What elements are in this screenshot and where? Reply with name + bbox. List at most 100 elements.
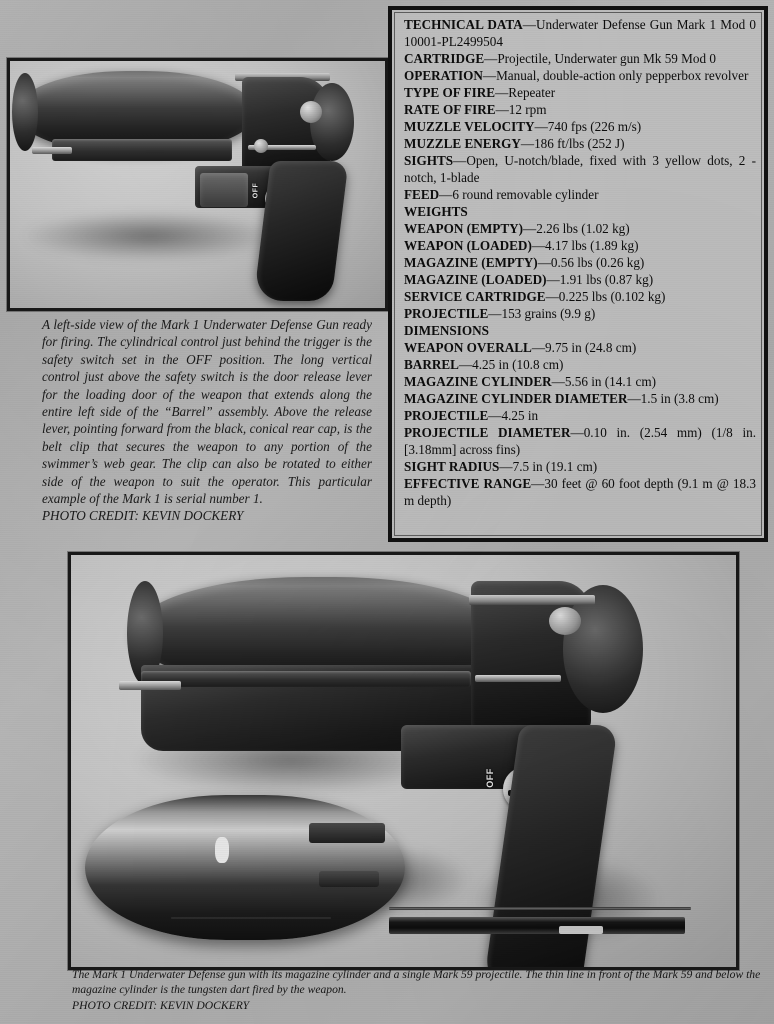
photo-top-shadow [20, 211, 280, 261]
barrel-muzzle-cap [12, 73, 38, 151]
caption-top-photo: A left-side view of the Mark 1 Underwate… [42, 316, 372, 525]
photo-top-left-side-view: OFF [7, 58, 388, 311]
spec-row: WEAPON (EMPTY)—2.26 lbs (1.02 kg) [404, 220, 756, 237]
spec-row: WEIGHTS [404, 203, 756, 220]
spec-label: TECHNICAL DATA [404, 17, 523, 32]
projectile-band [559, 926, 603, 934]
spec-row: RATE OF FIRE—12 rpm [404, 101, 756, 118]
magazine-cylinder [85, 795, 405, 940]
spec-label: MAGAZINE (LOADED) [404, 272, 547, 287]
spec-value: —4.17 lbs (1.89 kg) [531, 238, 639, 253]
magazine-cylinder-slot [215, 837, 229, 863]
release-lever-arm-bottom [475, 675, 561, 682]
spec-value: —Underwater Defense Gun Mark 1 Mod 0 100… [404, 17, 756, 49]
spec-row: SERVICE CARTRIDGE—0.225 lbs (0.102 kg) [404, 288, 756, 305]
spec-row: WEAPON OVERALL—9.75 in (24.8 cm) [404, 339, 756, 356]
spec-value: —Open, U-notch/blade, fixed with 3 yello… [404, 153, 756, 185]
photo-bottom-image: OFF [71, 555, 736, 967]
caption-top-body: A left-side view of the Mark 1 Underwate… [42, 317, 372, 507]
spec-row: EFFECTIVE RANGE—30 feet @ 60 foot depth … [404, 475, 756, 509]
spec-label: BARREL [404, 357, 459, 372]
spec-value: —12 rpm [495, 102, 547, 117]
spec-label: MUZZLE ENERGY [404, 136, 521, 151]
spec-label: TYPE OF FIRE [404, 85, 496, 100]
spec-label: MAGAZINE CYLINDER [404, 374, 552, 389]
trigger [200, 173, 248, 207]
spec-row: WEAPON (LOADED)—4.17 lbs (1.89 kg) [404, 237, 756, 254]
spec-label: CARTRIDGE [404, 51, 485, 66]
spec-value: —1.91 lbs (0.87 kg) [546, 272, 654, 287]
safety-off-label-bottom: OFF [484, 768, 495, 788]
spec-row: SIGHTS—Open, U-notch/blade, fixed with 3… [404, 152, 756, 186]
spec-row: MUZZLE ENERGY—186 ft/lbs (252 J) [404, 135, 756, 152]
spec-row: PROJECTILE—4.25 in [404, 407, 756, 424]
spec-label: WEAPON (LOADED) [404, 238, 532, 253]
spec-label: WEIGHTS [404, 204, 468, 219]
spec-label: SERVICE CARTRIDGE [404, 289, 546, 304]
spec-label: WEAPON (EMPTY) [404, 221, 524, 236]
caption-bottom-body: The Mark 1 Underwater Defense gun with i… [72, 968, 761, 997]
spec-value: —4.25 in (10.8 cm) [458, 357, 564, 372]
photo-top-image: OFF [10, 61, 385, 308]
spec-row: PROJECTILE DIAMETER—0.10 in. (2.54 mm) (… [404, 424, 756, 458]
loading-door-bottom [141, 671, 471, 687]
magazine-latch-lower [319, 871, 379, 887]
spec-value: —Projectile, Underwater gun Mk 59 Mod 0 [484, 51, 716, 66]
pistol-grip [253, 161, 349, 301]
spec-value: —740 fps (226 m/s) [534, 119, 642, 134]
spec-label: SIGHT RADIUS [404, 459, 500, 474]
spec-row: OPERATION—Manual, double-action only pep… [404, 67, 756, 84]
spec-label: PROJECTILE [404, 408, 489, 423]
spec-value: —5.56 in (14.1 cm) [551, 374, 657, 389]
technical-data-list: TECHNICAL DATA—Underwater Defense Gun Ma… [404, 16, 756, 509]
spec-row: MUZZLE VELOCITY—740 fps (226 m/s) [404, 118, 756, 135]
spec-value: —186 ft/lbs (252 J) [520, 136, 625, 151]
spec-value: —4.25 in [488, 408, 539, 423]
spec-row: FEED—6 round removable cylinder [404, 186, 756, 203]
technical-data-box: TECHNICAL DATA—Underwater Defense Gun Ma… [388, 6, 768, 542]
conical-rear-cap [310, 83, 354, 161]
spec-row: PROJECTILE—153 grains (9.9 g) [404, 305, 756, 322]
spec-value: —7.5 in (19.1 cm) [499, 459, 598, 474]
tungsten-dart [389, 907, 691, 910]
spec-label: PROJECTILE DIAMETER [404, 425, 571, 440]
spec-value: —30 feet @ 60 foot depth (9.1 m @ 18.3 m… [404, 476, 756, 508]
spec-value: —6 round removable cylinder [439, 187, 599, 202]
spec-label: FEED [404, 187, 440, 202]
photo-bottom-gun-with-magazine: OFF [68, 552, 739, 970]
caption-bottom-credit: PHOTO CREDIT: KEVIN DOCKERY [72, 998, 250, 1012]
spec-value: —0.225 lbs (0.102 kg) [545, 289, 666, 304]
spec-row: TYPE OF FIRE—Repeater [404, 84, 756, 101]
spec-row: SIGHT RADIUS—7.5 in (19.1 cm) [404, 458, 756, 475]
caption-bottom-photo: The Mark 1 Underwater Defense gun with i… [72, 967, 762, 1013]
spec-value: —9.75 in (24.8 cm) [531, 340, 637, 355]
loading-door [52, 139, 232, 161]
spec-row: BARREL—4.25 in (10.8 cm) [404, 356, 756, 373]
safety-off-label: OFF [252, 182, 260, 199]
spec-value: —2.26 lbs (1.02 kg) [523, 221, 630, 236]
spec-row: MAGAZINE (LOADED)—1.91 lbs (0.87 kg) [404, 271, 756, 288]
hammer-pin [300, 101, 322, 123]
spec-label: EFFECTIVE RANGE [404, 476, 532, 491]
spec-row: MAGAZINE CYLINDER—5.56 in (14.1 cm) [404, 373, 756, 390]
spec-label: WEAPON OVERALL [404, 340, 532, 355]
spec-value: —0.10 in. (2.54 mm) (1/8 in. [3.18mm] ac… [404, 425, 756, 457]
spec-label: MUZZLE VELOCITY [404, 119, 535, 134]
spec-label: SIGHTS [404, 153, 454, 168]
spec-label: DIMENSIONS [404, 323, 490, 338]
conical-rear-cap-bottom [563, 585, 643, 713]
pivot-pin [254, 139, 268, 153]
spec-value: —153 grains (9.9 g) [488, 306, 596, 321]
spec-label: RATE OF FIRE [404, 102, 496, 117]
spec-value: —1.5 in (3.8 cm) [627, 391, 719, 406]
hammer-pin-bottom [549, 607, 581, 635]
spec-label: MAGAZINE (EMPTY) [404, 255, 538, 270]
tungsten-dart-faint [171, 917, 331, 919]
release-lever-arm [248, 145, 316, 150]
spec-value: —Manual, double-action only pepperbox re… [482, 68, 749, 83]
spec-row: MAGAZINE CYLINDER DIAMETER—1.5 in (3.8 c… [404, 390, 756, 407]
spec-value: —Repeater [495, 85, 556, 100]
belt-clip-bottom [469, 595, 595, 605]
door-release-lever-bottom [119, 681, 181, 690]
